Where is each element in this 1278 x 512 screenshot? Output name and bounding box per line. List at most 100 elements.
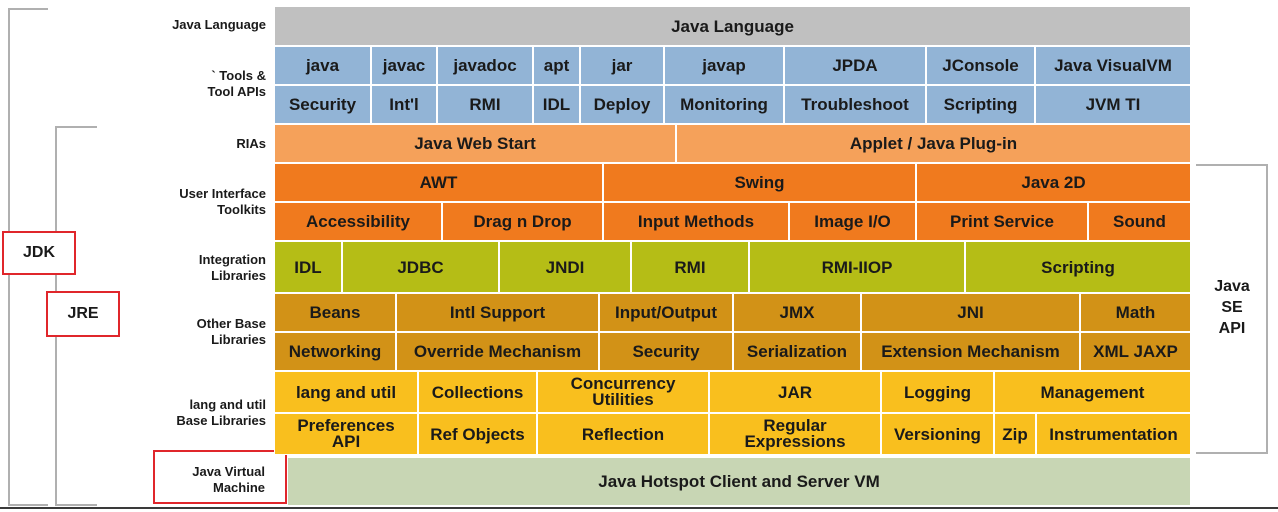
- row-label-other-line1: Other Base: [196, 316, 266, 331]
- cell-tools-scripting: Scripting: [926, 85, 1035, 124]
- cell-other-jmx: JMX: [733, 293, 861, 332]
- cell-lang-concurrency-utilities: Concurrency Utilities: [537, 371, 709, 413]
- cell-lang-zip: Zip: [994, 413, 1036, 455]
- cell-text: Networking: [288, 342, 382, 361]
- cell-text: RMI: [674, 257, 706, 277]
- cell-text: Scripting: [943, 95, 1018, 114]
- cell-lang-logging: Logging: [881, 371, 994, 413]
- cell-ui-input-methods: Input Methods: [603, 202, 789, 241]
- cell-ui-print-service: Print Service: [916, 202, 1088, 241]
- cell-tools-apt: apt: [533, 46, 580, 85]
- java-se-api-line3: API: [1218, 320, 1246, 337]
- cell-other-intl-support: Intl Support: [396, 293, 599, 332]
- row-label-other: Other Base Libraries: [120, 316, 266, 348]
- row-label-lang: lang and util Base Libraries: [120, 397, 266, 429]
- cell-text: Java 2D: [1021, 173, 1086, 192]
- cell-other-input-output: Input/Output: [599, 293, 733, 332]
- cell-lang-versioning: Versioning: [881, 413, 994, 455]
- cell-tools-javadoc: javadoc: [437, 46, 533, 85]
- cell-ui-java-2d: Java 2D: [916, 163, 1191, 202]
- cell-text: apt: [543, 56, 570, 75]
- cell-lang-management: Management: [994, 371, 1191, 413]
- cell-other-math: Math: [1080, 293, 1191, 332]
- cell-text: Collections: [431, 382, 524, 402]
- cell-text: Troubleshoot: [801, 95, 909, 114]
- cell-lang-reflection: Reflection: [537, 413, 709, 455]
- cell-text-line1: Concurrency: [570, 374, 676, 393]
- cell-text: Management: [1040, 382, 1145, 402]
- cell-text: Beans: [309, 303, 361, 322]
- cell-text: JConsole: [942, 56, 1019, 75]
- cell-text: Java VisualVM: [1054, 56, 1172, 75]
- cell-lang-lang-and-util: lang and util: [274, 371, 418, 413]
- cell-text: AWT: [419, 173, 458, 192]
- row-label-rias: RIAs: [120, 136, 266, 152]
- bottom-rule: [0, 507, 1278, 509]
- cell-text: JPDA: [832, 56, 878, 75]
- cell-text: Image I/O: [814, 212, 891, 231]
- cell-lang-instrumentation: Instrumentation: [1036, 413, 1191, 455]
- cell-text: XML JAXP: [1093, 342, 1178, 361]
- cell-text: Int'l: [389, 95, 419, 114]
- cell-text: RMI: [469, 95, 501, 114]
- cell-text: javadoc: [453, 56, 517, 75]
- cell-ui-drag-n-drop: Drag n Drop: [442, 202, 603, 241]
- java-se-api-bracket: [1196, 164, 1268, 454]
- cell-other-override-mechanism: Override Mechanism: [396, 332, 599, 371]
- cell-integration-rmi: RMI: [631, 241, 749, 293]
- cell-integration-idl: IDL: [274, 241, 342, 293]
- cell-jvm-hotspot: Java Hotspot Client and Server VM: [287, 457, 1191, 506]
- cell-text: Input/Output: [615, 303, 717, 322]
- cell-other-serialization: Serialization: [733, 332, 861, 371]
- cell-tools-jconsole: JConsole: [926, 46, 1035, 85]
- cell-text: Java Hotspot Client and Server VM: [598, 472, 880, 491]
- cell-ui-swing: Swing: [603, 163, 916, 202]
- cell-text: Versioning: [894, 424, 981, 444]
- cell-ui-image-io: Image I/O: [789, 202, 916, 241]
- cell-text: JNDI: [545, 257, 585, 277]
- cell-text: Accessibility: [306, 212, 410, 231]
- cell-tools-jpda: JPDA: [784, 46, 926, 85]
- row-label-java-language-text: Java Language: [172, 17, 266, 32]
- cell-ui-awt: AWT: [274, 163, 603, 202]
- cell-text: Extension Mechanism: [881, 342, 1060, 361]
- row-label-ui-line2: Toolkits: [217, 202, 266, 217]
- cell-text: JNI: [957, 303, 984, 322]
- cell-other-jni: JNI: [861, 293, 1080, 332]
- cell-text: Java Web Start: [414, 134, 536, 153]
- cell-text: JDBC: [397, 257, 444, 277]
- cell-tools-javap: javap: [664, 46, 784, 85]
- cell-text: Instrumentation: [1049, 424, 1178, 444]
- cell-tools-jar: jar: [580, 46, 664, 85]
- cell-text-line1: Regular: [763, 416, 827, 435]
- cell-integration-scripting: Scripting: [965, 241, 1191, 293]
- cell-tools-java: java: [274, 46, 371, 85]
- row-label-jvm-box: Java Virtual Machine: [153, 450, 287, 504]
- cell-text: Swing: [734, 173, 785, 192]
- row-label-rias-text: RIAs: [236, 136, 266, 151]
- row-label-jvm-line2: Machine: [212, 480, 265, 495]
- cell-integration-jndi: JNDI: [499, 241, 631, 293]
- cell-text-line2: Expressions: [744, 432, 846, 451]
- row-label-other-line2: Libraries: [211, 332, 266, 347]
- cell-text: Override Mechanism: [413, 342, 582, 361]
- cell-text: JAR: [777, 382, 812, 402]
- cell-other-beans: Beans: [274, 293, 396, 332]
- row-label-integration-line2: Libraries: [211, 268, 266, 283]
- cell-tools-jvm-ti: JVM TI: [1035, 85, 1191, 124]
- cell-text: Input Methods: [637, 212, 755, 231]
- cell-text: IDL: [294, 257, 322, 277]
- jdk-label-box: JDK: [2, 231, 76, 275]
- cell-text: Security: [632, 342, 700, 361]
- cell-ui-accessibility: Accessibility: [274, 202, 442, 241]
- cell-text: Zip: [1002, 424, 1028, 444]
- cell-text: jar: [611, 56, 633, 75]
- row-label-ui: User Interface Toolkits: [120, 186, 266, 218]
- cell-text: Sound: [1113, 212, 1166, 231]
- row-label-lang-line1: lang and util: [189, 397, 266, 412]
- cell-text: Monitoring: [680, 95, 768, 114]
- cell-other-xml-jaxp: XML JAXP: [1080, 332, 1191, 371]
- cell-tools-troubleshoot: Troubleshoot: [784, 85, 926, 124]
- cell-integration-jdbc: JDBC: [342, 241, 499, 293]
- cell-text: javap: [702, 56, 746, 75]
